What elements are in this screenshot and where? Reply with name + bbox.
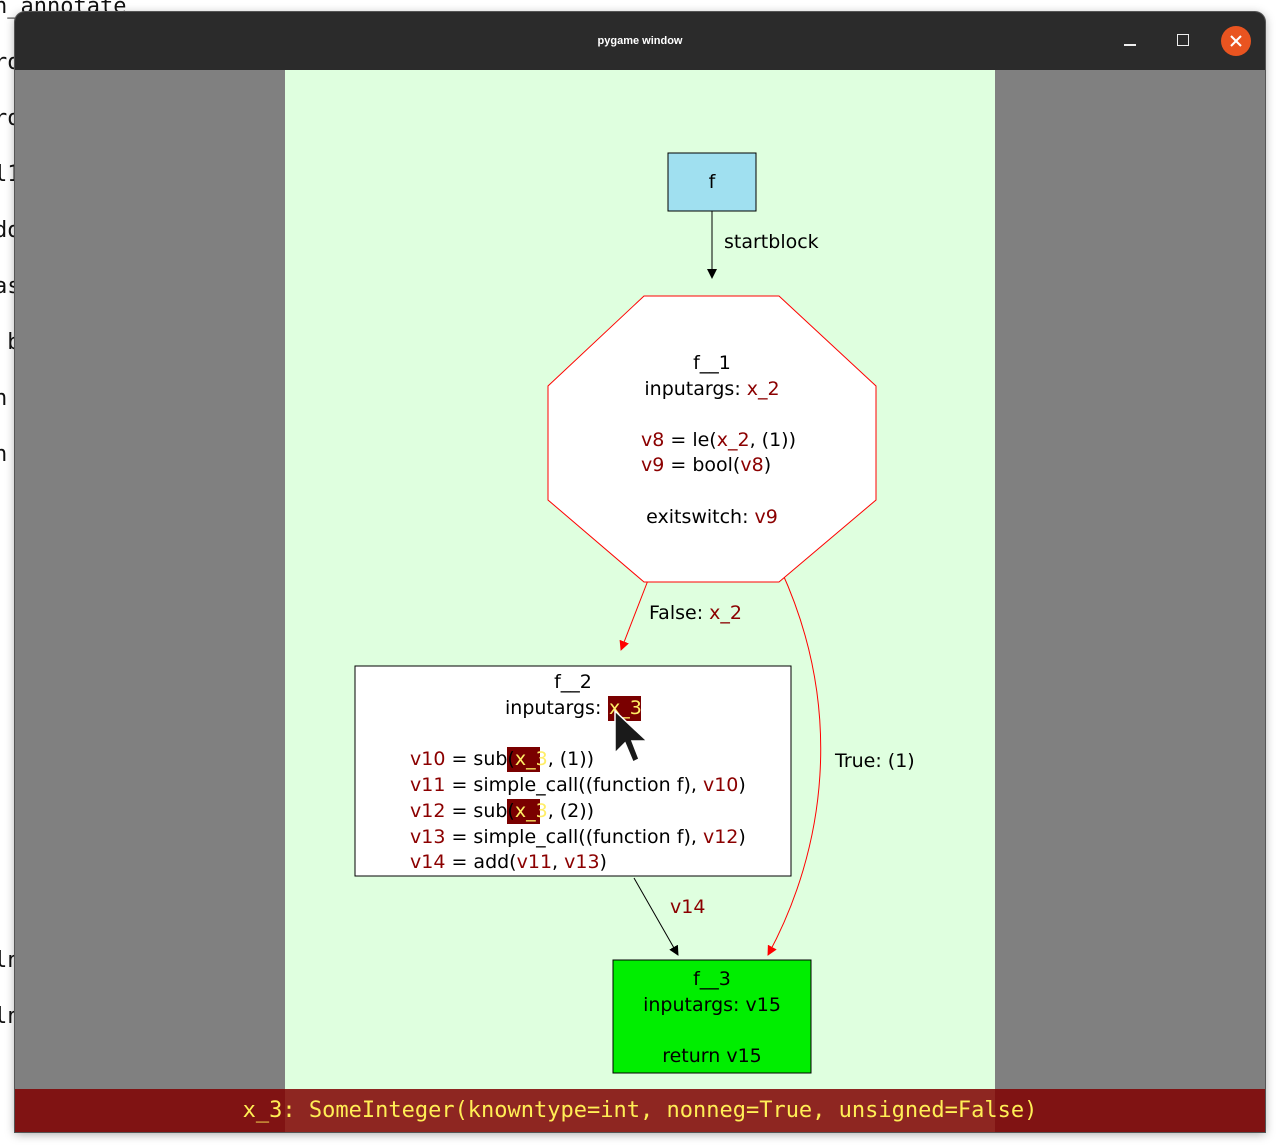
op-expr: , (1)) (548, 748, 594, 770)
op-result-var: v9 (641, 454, 664, 476)
close-icon (1230, 35, 1242, 47)
highlight-x3 (608, 696, 641, 721)
node-f1-inputargs: inputargs: x_2 (644, 378, 779, 400)
terminal-line: n (0, 386, 8, 411)
node-f1-op-line: v9 = bool(v8) (641, 454, 771, 476)
op-arg-var[interactable]: x_3 (515, 800, 548, 822)
highlight-x3 (507, 799, 540, 824)
node-f2-op-line: v11 = simple_call((function f), v10) (410, 774, 746, 796)
op-arg-var: v12 (703, 826, 738, 848)
edge-label-v14: v14 (670, 896, 705, 918)
op-expr: = bool( (664, 454, 740, 476)
edge-label-false-text: False: (649, 602, 709, 624)
mouse-cursor-icon (614, 709, 649, 764)
edge-label-true: True: (1) (834, 750, 915, 772)
op-arg-var: v13 (564, 851, 599, 873)
exitswitch-var: v9 (755, 506, 778, 528)
edge-label-startblock: startblock (724, 231, 819, 253)
op-expr: = sub( (445, 800, 514, 822)
node-f2-name: f__2 (554, 671, 592, 693)
node-f2-op-line: v13 = simple_call((function f), v12) (410, 826, 746, 848)
node-f2[interactable] (354, 665, 792, 877)
minimize-button[interactable] (1115, 26, 1145, 56)
node-f3-inputargs-var: v15 (745, 994, 780, 1016)
edge-v14[interactable] (633, 877, 679, 956)
op-expr: , (552, 851, 564, 873)
op-arg-var: v10 (703, 774, 738, 796)
edge-label-false: False: x_2 (649, 602, 742, 624)
node-f2-op-line: v14 = add(v11, v13) (410, 851, 607, 873)
op-expr: = le( (664, 429, 716, 451)
node-f2-inputargs-label: inputargs: (505, 697, 601, 719)
node-f1-inputargs-label: inputargs: (644, 378, 746, 400)
node-f2-op-line: v10 = sub(x_3, (1)) (410, 748, 594, 770)
node-f1-op-line: v8 = le(x_2, (1)) (641, 429, 796, 451)
node-f3-name: f__3 (693, 968, 731, 990)
op-arg-var: x_2 (717, 429, 750, 451)
op-expr: , (1)) (750, 429, 796, 451)
node-f3[interactable] (612, 959, 812, 1074)
op-expr: = add( (445, 851, 516, 873)
maximize-icon (1177, 34, 1189, 46)
op-expr: ) (764, 454, 771, 476)
op-result-var: v12 (410, 800, 445, 822)
node-f3-inputargs: inputargs: v15 (643, 994, 781, 1016)
flow-graph[interactable]: startblock False: x_2 True: (1) v14 f f_… (285, 70, 995, 1132)
op-arg-var: v8 (740, 454, 763, 476)
op-expr: ) (738, 774, 745, 796)
maximize-button[interactable] (1168, 26, 1198, 56)
terminal-line: n (0, 442, 8, 467)
node-f1[interactable] (547, 295, 877, 583)
op-arg-var: v11 (517, 851, 552, 873)
node-f3-return: return v15 (662, 1045, 762, 1067)
op-result-var: v8 (641, 429, 664, 451)
node-f1-inputargs-var: x_2 (747, 378, 780, 400)
edge-true[interactable] (767, 569, 822, 956)
node-f2-op-line: v12 = sub(x_3, (2)) (410, 800, 594, 822)
op-expr: = simple_call((function f), (445, 826, 703, 848)
edge-label-false-var: x_2 (709, 602, 742, 624)
op-result-var: v13 (410, 826, 445, 848)
close-button[interactable] (1221, 26, 1251, 56)
status-bar: x_3: SomeInteger(knowntype=int, nonneg=T… (15, 1089, 1265, 1132)
op-result-var: v11 (410, 774, 445, 796)
node-f1-name: f__1 (693, 352, 731, 374)
node-f1-exitswitch: exitswitch: v9 (646, 506, 778, 528)
op-expr: , (2)) (548, 800, 594, 822)
op-expr: ) (738, 826, 745, 848)
op-result-var: v14 (410, 851, 445, 873)
minimize-icon (1124, 44, 1136, 46)
op-expr: ) (600, 851, 607, 873)
graph-viewport[interactable]: startblock False: x_2 True: (1) v14 f f_… (285, 70, 995, 1132)
exitswitch-label: exitswitch: (646, 506, 754, 528)
edge-false[interactable] (619, 569, 653, 651)
op-result-var: v10 (410, 748, 445, 770)
window-title: pygame window (597, 35, 683, 47)
op-arg-var[interactable]: x_3 (515, 748, 548, 770)
node-f3-inputargs-label: inputargs: (643, 994, 745, 1016)
op-expr: = simple_call((function f), (445, 774, 703, 796)
node-start[interactable] (667, 152, 757, 212)
node-f2-inputargs-var[interactable]: x_3 (609, 697, 642, 719)
node-start-label: f (709, 171, 717, 193)
highlight-x3 (507, 747, 540, 772)
pygame-window[interactable]: pygame window start (15, 12, 1265, 1132)
window-titlebar[interactable]: pygame window (15, 12, 1265, 70)
op-expr: = sub( (445, 748, 514, 770)
status-text: x_3: SomeInteger(knowntype=int, nonneg=T… (242, 1098, 1038, 1123)
